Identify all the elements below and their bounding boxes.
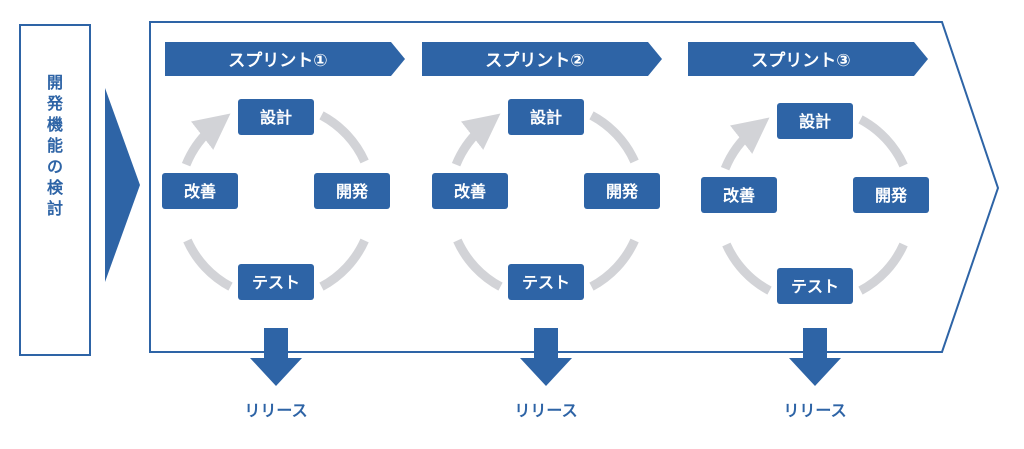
sprint-header-banner [688, 42, 928, 76]
feature-review-char: 機 [47, 115, 63, 134]
step-label: 改善 [454, 182, 486, 201]
cycle-arc [451, 113, 501, 167]
sprint-header-banner [422, 42, 662, 76]
step-label: 開発 [875, 186, 908, 205]
step-label: 設計 [530, 108, 562, 127]
cycle-arc [589, 238, 639, 291]
step-label: テスト [791, 277, 839, 296]
step-label: 改善 [184, 182, 216, 201]
release-label: リリース [514, 401, 577, 420]
sprint-header-banner [165, 42, 405, 76]
step-label: テスト [522, 273, 570, 292]
release-down-arrow-icon [520, 328, 572, 386]
release-label: リリース [783, 401, 846, 420]
release-down-arrow-icon [250, 328, 302, 386]
sprints-group: スプリント①設計開発テスト改善リリーススプリント②設計開発テスト改善リリーススプ… [162, 42, 929, 420]
release-label: リリース [244, 401, 307, 420]
cycle-arc [722, 242, 772, 295]
feature-review-char: 検 [47, 178, 64, 197]
step-label: テスト [252, 273, 300, 292]
step-label: 改善 [723, 186, 755, 205]
feature-review-char: 討 [47, 199, 63, 218]
cycle-arc [183, 238, 233, 291]
step-design-box [508, 99, 584, 135]
cycle-arc [453, 238, 503, 291]
step-develop-box [314, 173, 390, 209]
cycle-arc [858, 115, 908, 168]
step-label: 設計 [260, 108, 292, 127]
step-design-box [777, 103, 853, 139]
step-test-box [508, 264, 584, 300]
step-label: 設計 [799, 112, 831, 131]
feature-review-box [19, 24, 91, 356]
step-develop-box [853, 177, 929, 213]
feature-review-char: 発 [46, 94, 64, 113]
step-design-box [238, 99, 314, 135]
step-test-box [238, 264, 314, 300]
cycle-arc [181, 113, 231, 167]
feature-review-char: 開 [47, 73, 63, 92]
sprint-title: スプリント③ [751, 50, 850, 71]
feature-review-char: 能 [47, 136, 63, 155]
step-improve-box [162, 173, 238, 209]
step-improve-box [432, 173, 508, 209]
release-down-arrow-icon [789, 328, 841, 386]
cycle-arc [858, 242, 908, 295]
step-label: 開発 [336, 182, 369, 201]
feature-review-label: 開発機能の検討 [46, 73, 64, 218]
step-improve-box [701, 177, 777, 213]
sprint-title: スプリント① [228, 50, 327, 71]
feature-review-char: の [47, 157, 63, 176]
step-label: 開発 [606, 182, 639, 201]
step-test-box [777, 268, 853, 304]
flow-arrow-right-icon [105, 88, 140, 282]
sprint-title: スプリント② [485, 50, 584, 71]
cycle-arc [589, 111, 639, 164]
step-develop-box [584, 173, 660, 209]
cycle-arc [720, 117, 770, 171]
cycle-arc [319, 238, 369, 291]
cycle-arc [319, 111, 369, 164]
